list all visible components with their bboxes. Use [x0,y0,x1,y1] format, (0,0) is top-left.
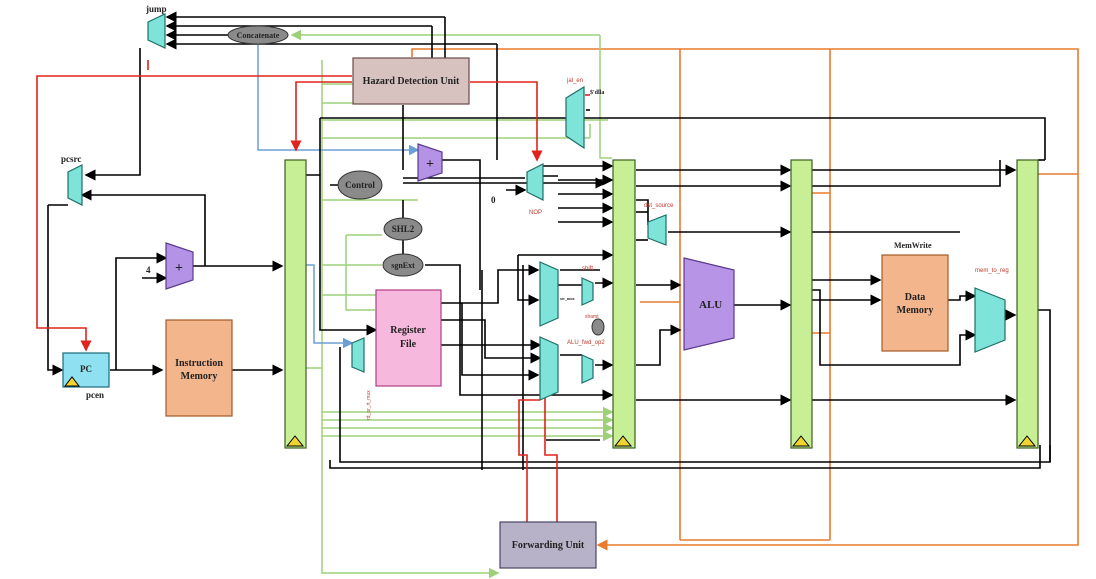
src-mux-label: src_mux [560,296,575,301]
hazard-detection-label: Hazard Detection Unit [363,76,460,87]
shamt-label: shamt [585,314,599,320]
pcsrc-label: pcsrc [61,154,81,164]
alu-fwd-op2-label: ALU_fwd_op2 [567,340,605,346]
pc-adder-plus: + [175,261,183,276]
orange-wires [411,48,1079,551]
sign-extend-label: sgnExt [391,261,415,270]
branch-adder [417,143,443,182]
pc-adder [165,242,194,290]
reg-dst-mux [351,337,365,373]
branch-adder-plus: + [426,157,434,172]
instruction-memory-label-2: Memory [181,371,218,382]
register-file: Register File [375,289,442,387]
black-wires [47,11,1051,470]
memwrite-label: MemWrite [894,241,932,250]
zero-label: 0 [491,195,496,205]
nop-label: NOP [529,210,542,216]
pc-label: PC [80,364,92,374]
data-memory-label-2: Memory [897,305,934,316]
jal-mux [565,85,585,150]
pipeline-register-memwb [1016,159,1039,449]
sign-extend-unit: sgnExt [382,253,424,277]
shl2-label: SHL2 [392,224,415,234]
control-label: Control [345,180,375,190]
dst-source-mux [647,214,667,246]
shift-mux [581,277,594,306]
shl2-unit: SHL2 [383,217,423,241]
red-wires [36,60,590,548]
pipeline-register-idex [612,159,636,449]
instruction-memory: Instruction Memory [165,319,233,417]
hazard-detection-unit: Hazard Detection Unit [352,57,470,105]
forwarding-unit: Forwarding Unit [499,521,597,569]
jump-label: jump [145,4,167,14]
jal-en-label: jal_en [566,78,583,84]
pc-register: PC [62,352,110,388]
instruction-memory-label-1: Instruction [175,358,223,369]
dst-source-label: dst_source [644,203,674,209]
pipeline-register-ifid [284,159,307,449]
rd-rt-mux-label: rd_or_rt_mux [366,390,372,420]
four-label: 4 [146,265,151,275]
forwarding-unit-label: Forwarding Unit [512,540,585,551]
alu-block: ALU [683,257,735,351]
small-oval-unit [591,318,605,336]
pipeline-register-exmem [790,159,813,449]
jump-mux [147,13,166,49]
alu-fwd2-mux [581,354,594,384]
blue-wires [257,45,420,349]
control-unit: Control [337,170,383,200]
alu-label: ALU [699,299,722,311]
register-file-label-2: File [400,339,417,350]
concatenate-unit: Concatenate [227,25,289,45]
alu-src1-mux [539,261,559,327]
register-file-label-1: Register [390,325,426,336]
pcen-label: pcen [86,390,104,400]
alu-src2-mux [539,336,559,401]
data-memory-label-1: Data [905,292,926,303]
pcsrc-mux [67,164,83,206]
nop-mux [526,163,544,201]
green-wires [290,29,614,579]
fval-label: $'dlla [590,89,604,96]
mem-to-reg-label: mem_to_reg [975,268,1009,274]
data-memory: Data Memory [881,254,949,352]
shift-label: shift [582,266,593,272]
memtoreg-mux [974,287,1006,353]
concatenate-label: Concatenate [237,31,280,40]
